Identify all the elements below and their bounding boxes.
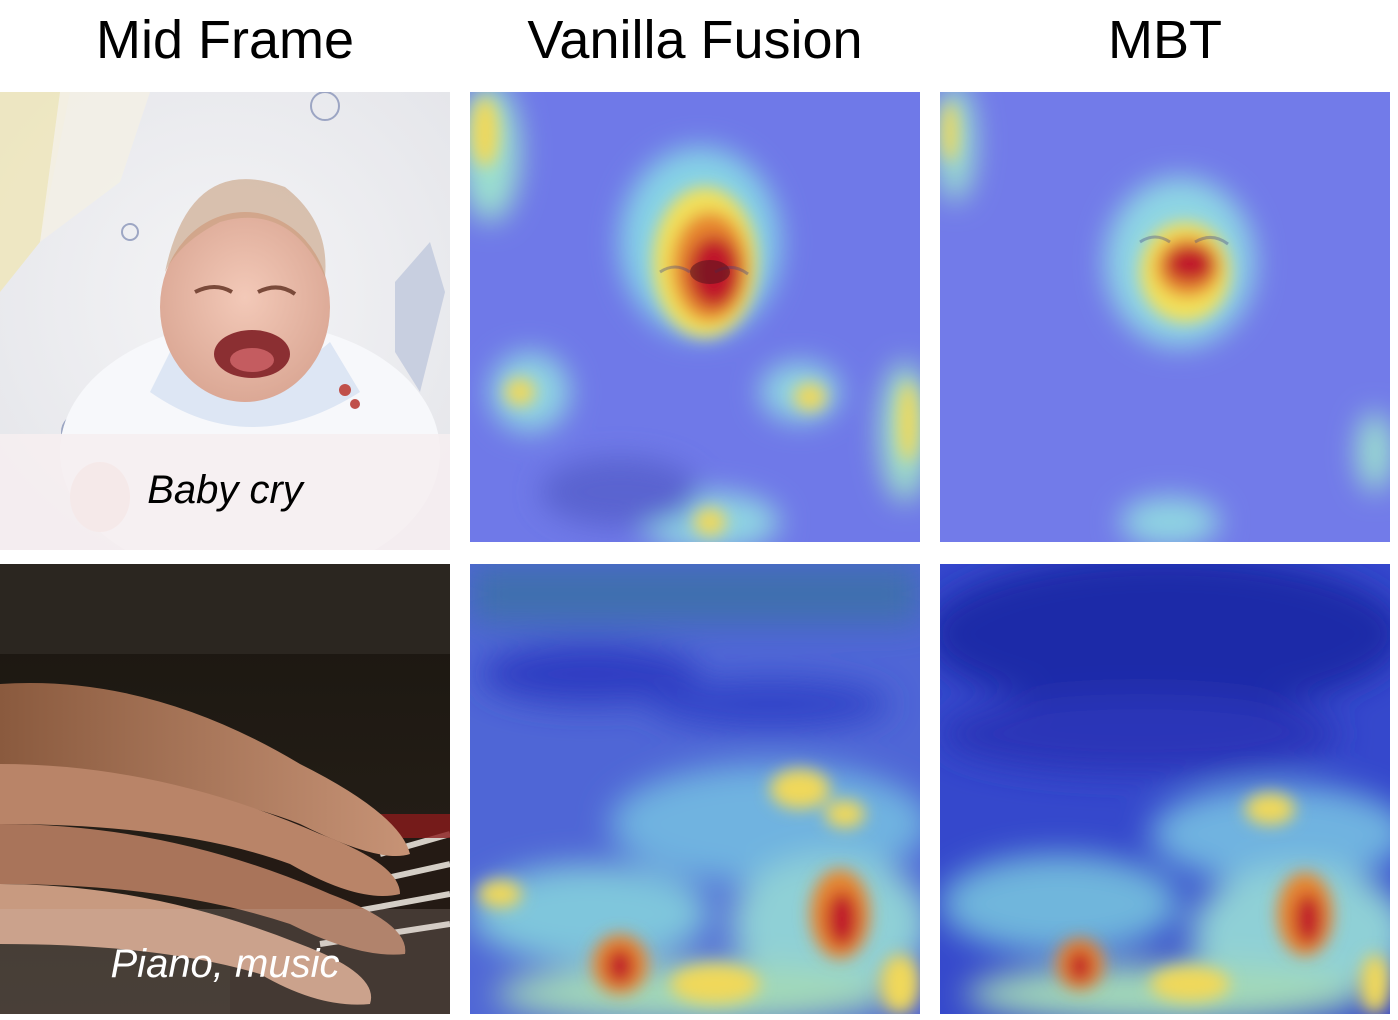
heatmap-overlay <box>940 92 1390 542</box>
heatmap-overlay <box>940 564 1390 1014</box>
baby-photo <box>0 92 450 550</box>
heatmap-overlay <box>470 564 920 1014</box>
heatmap-overlay <box>470 92 920 542</box>
column-header-vanilla-fusion: Vanilla Fusion <box>527 10 863 70</box>
vanilla-fusion-baby-heatmap <box>470 92 920 542</box>
mbt-baby-heatmap <box>940 92 1390 542</box>
mbt-piano-heatmap <box>940 564 1390 1014</box>
piano-photo <box>0 564 450 1014</box>
column-header-mbt: MBT <box>1108 10 1222 70</box>
mid-frame-piano-image: Piano, music <box>0 564 450 1014</box>
row-label-piano-music: Piano, music <box>110 942 340 986</box>
column-header-mid-frame: Mid Frame <box>95 10 355 70</box>
vanilla-fusion-piano-heatmap <box>470 564 920 1014</box>
mid-frame-baby-image: Baby cry <box>0 92 450 550</box>
row-label-baby-cry: Baby cry <box>147 468 303 512</box>
